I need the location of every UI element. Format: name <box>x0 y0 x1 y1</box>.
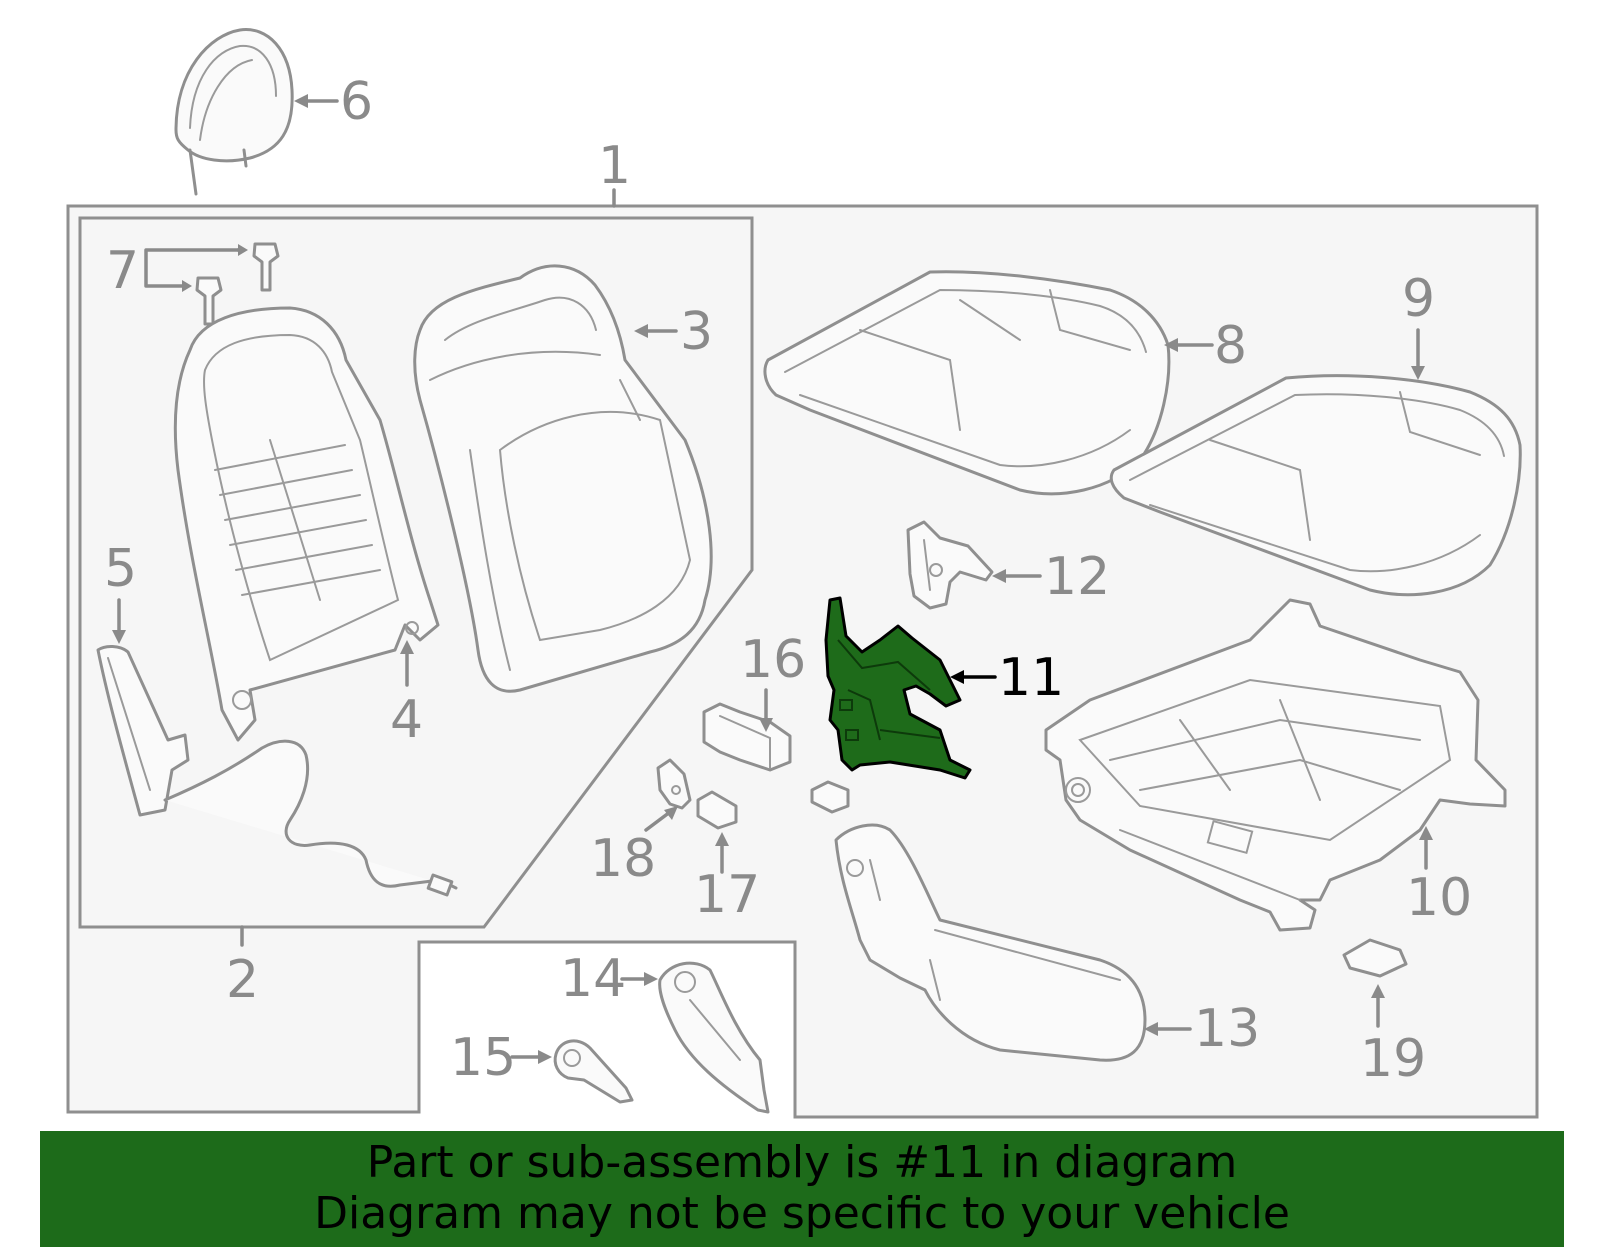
part-19-clip[interactable] <box>1342 938 1408 978</box>
seatback-frame[interactable] <box>173 306 440 742</box>
callout-5: 5 <box>104 539 137 599</box>
small-clip[interactable] <box>810 780 850 814</box>
part-14-cover[interactable] <box>658 961 770 1114</box>
part-3-seatback-cushion[interactable] <box>413 264 713 693</box>
part-6-headrest[interactable] <box>174 28 294 196</box>
callout-9: 9 <box>1402 269 1435 329</box>
part-18-clip[interactable] <box>656 758 692 810</box>
callout-10: 10 <box>1406 868 1472 928</box>
callout-17: 17 <box>694 865 760 925</box>
callout-4: 4 <box>390 690 423 750</box>
part-7-headrest-guides[interactable] <box>195 242 280 326</box>
callout-7: 7 <box>106 241 139 301</box>
part-11-bracket-highlighted[interactable] <box>824 596 972 780</box>
banner-line-2: Diagram may not be specific to your vehi… <box>314 1188 1290 1239</box>
part-12-bracket[interactable] <box>906 520 994 610</box>
callout-6: 6 <box>340 72 373 132</box>
part-10-seat-frame[interactable] <box>1044 598 1507 932</box>
part-5-side-trim[interactable] <box>96 645 458 897</box>
part-15-knob[interactable] <box>553 1039 634 1104</box>
banner-line-1: Part or sub-assembly is #11 in diagram <box>366 1137 1238 1188</box>
callout-12: 12 <box>1044 547 1110 607</box>
info-banner: Part or sub-assembly is #11 in diagram D… <box>40 1131 1564 1247</box>
callout-19: 19 <box>1360 1029 1426 1089</box>
part-9-seat-cover[interactable] <box>1109 374 1522 597</box>
callout-18: 18 <box>590 829 656 889</box>
callout-14: 14 <box>560 949 626 1009</box>
part-17-clip[interactable] <box>696 790 738 830</box>
callout-15: 15 <box>450 1028 516 1088</box>
part-8-seat-cushion[interactable] <box>763 270 1171 496</box>
callout-8: 8 <box>1214 316 1247 376</box>
callout-3: 3 <box>680 302 713 362</box>
part-16-clip[interactable] <box>702 702 792 772</box>
callout-2: 2 <box>226 950 259 1010</box>
callout-13: 13 <box>1194 999 1260 1059</box>
callout-1: 1 <box>598 136 631 196</box>
callout-11: 11 <box>998 648 1064 708</box>
callout-16: 16 <box>740 630 806 690</box>
part-13-side-shield[interactable] <box>834 823 1147 1062</box>
